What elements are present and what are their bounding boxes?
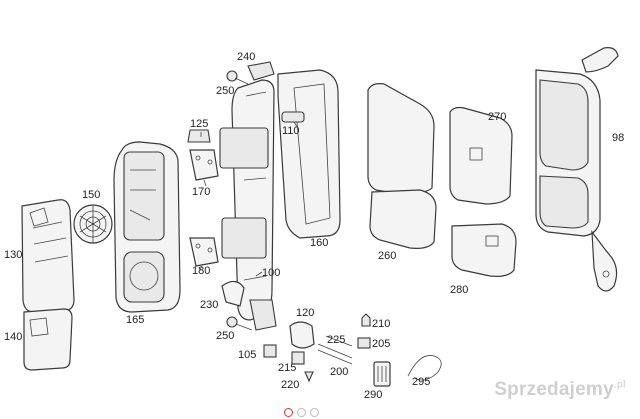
connector-105 — [263, 344, 277, 358]
clip-240 — [247, 61, 275, 81]
clip-110 — [281, 111, 305, 123]
screw-250-top — [226, 70, 249, 85]
label-130: 130 — [4, 249, 22, 261]
label-210: 210 — [372, 318, 390, 330]
clip-220 — [304, 371, 314, 383]
mirror-assembly-98 — [535, 47, 619, 292]
label-105: 105 — [238, 349, 256, 361]
label-150: 150 — [82, 189, 100, 201]
watermark-text: Sprzedajemy — [494, 379, 614, 400]
carousel-indicator[interactable] — [284, 408, 319, 417]
watermark-logo: Sprzedajemy.pl — [494, 379, 626, 401]
label-120: 120 — [296, 307, 314, 319]
cable-200 — [317, 343, 353, 365]
cover-270 — [449, 106, 513, 205]
cover-260 — [367, 83, 435, 195]
label-280: 280 — [450, 284, 468, 296]
leader-lines — [199, 121, 299, 277]
cover-160 — [277, 69, 341, 239]
label-180: 180 — [192, 265, 210, 277]
bracket-plate-180 — [189, 237, 219, 267]
heater-disc-150 — [73, 204, 113, 244]
label-290: 290 — [364, 389, 382, 401]
lens-120 — [289, 321, 315, 349]
mirror-glass-140 — [23, 308, 73, 371]
label-215: 215 — [278, 362, 296, 374]
label-270: 270 — [488, 111, 506, 123]
cable-tie-295 — [407, 355, 442, 381]
label-160: 160 — [310, 237, 328, 249]
cable-225 — [325, 335, 353, 347]
hinge-cover-230 — [221, 280, 245, 307]
screw-250-bottom — [226, 316, 253, 331]
label-110: 110 — [282, 125, 300, 137]
label-205: 205 — [372, 338, 390, 350]
connector-215 — [291, 351, 305, 365]
plug-290 — [373, 361, 391, 387]
label-165: 165 — [126, 314, 144, 326]
label-250-bottom: 250 — [216, 330, 234, 342]
label-220: 220 — [281, 379, 299, 391]
label-250-top: 250 — [216, 85, 234, 97]
watermark-tld: .pl — [613, 379, 626, 391]
label-260: 260 — [378, 250, 396, 262]
cap-125 — [187, 129, 211, 143]
label-295: 295 — [412, 376, 430, 388]
connector-205 — [357, 337, 371, 349]
label-225: 225 — [327, 334, 345, 346]
label-240: 240 — [237, 51, 255, 63]
terminal-210 — [361, 313, 371, 327]
label-230: 230 — [200, 299, 218, 311]
label-170: 170 — [192, 186, 210, 198]
label-140: 140 — [4, 331, 22, 343]
carousel-dot-1[interactable] — [284, 408, 293, 417]
label-200: 200 — [330, 366, 348, 378]
label-98: 98 — [612, 132, 624, 144]
bracket-plate-170 — [189, 149, 219, 181]
carousel-dot-2[interactable] — [297, 408, 306, 417]
label-100: 100 — [262, 267, 280, 279]
cover-280 — [451, 223, 517, 277]
carousel-dot-3[interactable] — [310, 408, 319, 417]
mirror-glass-130 — [21, 199, 75, 313]
label-125: 125 — [190, 118, 208, 130]
arm-joint — [249, 299, 277, 331]
